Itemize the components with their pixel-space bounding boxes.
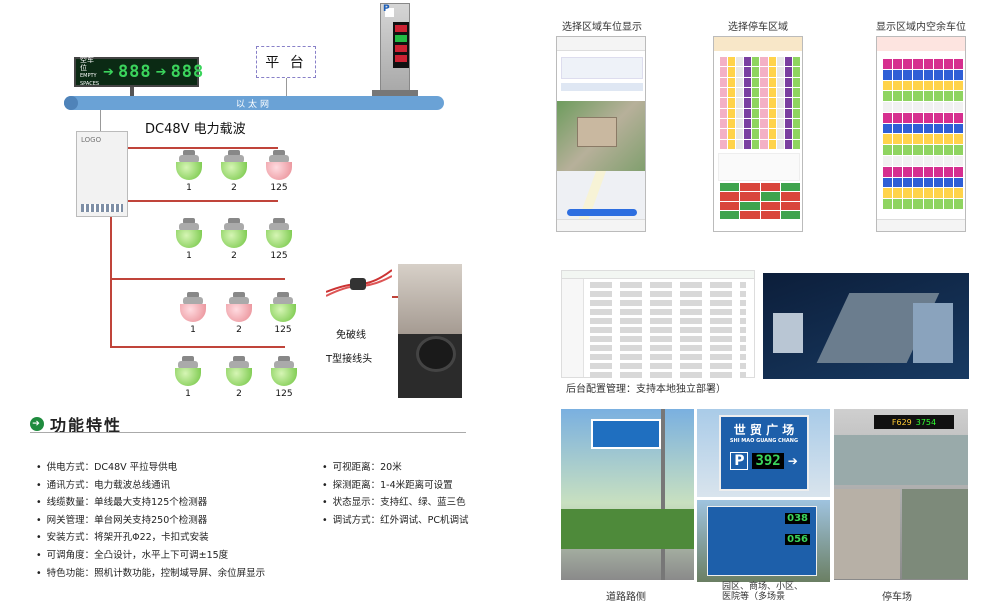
feature-item: 网关管理：单台网关支持250个检测器 (36, 512, 265, 530)
detector-label: 2 (231, 183, 237, 193)
power-carrier-title: DC48V 电力载波 (145, 122, 246, 137)
app-screenshot-zone (713, 36, 803, 232)
detector-label: 125 (274, 325, 292, 335)
detector-label: 125 (270, 251, 288, 261)
parking-detector: 2 (226, 292, 252, 335)
connector-photo (398, 264, 462, 398)
detector-label: 125 (270, 183, 288, 193)
feature-item: 探测距离：1-4米距离可设置 (322, 477, 468, 495)
arrow-right-icon: ➔ (103, 64, 114, 80)
feature-item: 线缆数量：单线最大支持125个检测器 (36, 494, 265, 512)
bus-end-cap (64, 96, 78, 110)
parking-detector: 125 (266, 150, 292, 193)
platform-link (286, 78, 287, 100)
street-photo (561, 409, 694, 580)
feature-item: 特色功能：照机计数功能，控制域导屏、余位屏显示 (36, 565, 266, 583)
sub-sign-photo: 038 056 (697, 500, 830, 582)
wire-caption-1: 免破线 (336, 330, 366, 341)
3d-overview-screen (763, 273, 969, 379)
parking-detector: 125 (271, 356, 297, 399)
parking-detector: 2 (221, 218, 247, 261)
features-title: 功能特性 (50, 416, 123, 435)
detector-label: 2 (231, 251, 237, 261)
divider (30, 432, 466, 433)
parking-detector: 1 (175, 356, 201, 399)
feature-item: 调试方式：红外调试、PC机调试 (322, 512, 469, 530)
detector-label: 1 (190, 325, 196, 335)
controller-link (100, 110, 101, 131)
parking-detector: 1 (180, 292, 206, 335)
feature-item: 状态显示：支持红、绿、蓝三色 (322, 494, 468, 512)
platform-box: 平 台 (256, 46, 316, 78)
photo-caption-1: 道路路侧 (606, 592, 646, 603)
column-screen (393, 22, 409, 68)
app-caption-1: 选择区域车位显示 (562, 22, 642, 33)
parking-p-icon: P (730, 452, 749, 470)
wire (128, 200, 278, 202)
wire (110, 278, 285, 280)
led-value-b: 888 (170, 62, 205, 82)
sub-sign-value-1: 038 (785, 513, 810, 524)
parking-detector: 2 (226, 356, 252, 399)
mall-sign-photo: 世 贸 广 场 SHI MAO GUANG CHANG P 392 ➔ (697, 409, 830, 497)
wire-caption-2: T型接线头 (326, 354, 373, 365)
controller-box: LOGO (76, 131, 128, 217)
garage-led-value-1: F629 (891, 417, 912, 427)
column-p-label: P (383, 4, 390, 14)
wire (110, 346, 285, 348)
wire (110, 217, 112, 347)
led-label-top: 空车位 (80, 56, 94, 72)
street-sign-pinyin: SHI MAO GUANG CHANG (729, 438, 799, 444)
feature-item: 安装方式：将架开孔Φ22，卡扣式安装 (36, 529, 265, 547)
parking-detector: 125 (266, 218, 292, 261)
app-screenshot-vacancy (876, 36, 966, 232)
garage-photo: F629 3754 (834, 409, 968, 580)
feature-item: 通讯方式：电力载波总线通讯 (36, 477, 265, 495)
feature-item: 可视距离：20米 (322, 459, 468, 477)
arrow-right-icon: ➔ (787, 454, 798, 468)
feature-item: 可调角度：全凸设计，水平上下可调±15度 (36, 547, 265, 565)
detector-label: 2 (236, 389, 242, 399)
features-right-list: 可视距离：20米 探测距离：1-4米距离可设置 状态显示：支持红、绿、蓝三色 调… (322, 459, 469, 530)
parking-detector: 2 (221, 150, 247, 193)
parking-detector: 125 (270, 292, 296, 335)
sign-pole (130, 87, 134, 99)
detector-label: 1 (186, 251, 192, 261)
column-base (372, 90, 418, 96)
street-sign-count: 392 (752, 453, 784, 469)
backend-dashboard (561, 270, 755, 378)
photo-caption-3: 停车场 (882, 592, 912, 603)
backend-caption: 后台配置管理：支持本地独立部署） (566, 384, 726, 395)
wire (128, 147, 278, 149)
parking-detector: 1 (176, 218, 202, 261)
controller-logo: LOGO (81, 136, 102, 144)
guidance-column-sign: P (380, 3, 410, 91)
features-left-list: 供电方式：DC48V 平拉导供电 通讯方式：电力载波总线通讯 线缆数量：单线最大… (36, 459, 266, 583)
photo-caption-2: 园区、商场、小区、 医院等（多场景 (722, 582, 804, 602)
sub-sign-value-2: 056 (785, 534, 810, 545)
arrow-circle-icon: ➔ (30, 417, 44, 431)
detector-label: 2 (236, 325, 242, 335)
detector-label: 1 (186, 183, 192, 193)
app-caption-2: 选择停车区域 (728, 22, 788, 33)
feature-item: 供电方式：DC48V 平拉导供电 (36, 459, 265, 477)
ethernet-bus: 以太网 (64, 96, 444, 110)
parking-detector: 1 (176, 150, 202, 193)
wire-clip-photo (325, 264, 393, 304)
led-value-a: 888 (117, 62, 152, 82)
app-screenshot-map (556, 36, 646, 232)
garage-led-value-2: 3754 (915, 417, 937, 427)
led-label-bottom: EMPTY SPACES (80, 73, 100, 87)
street-sign-title: 世 贸 广 场 (733, 423, 795, 437)
detector-label: 1 (185, 389, 191, 399)
app-caption-3: 显示区域内空余车位 (876, 22, 966, 33)
detector-label: 125 (275, 389, 293, 399)
arrow-right-icon: ➔ (155, 64, 167, 80)
